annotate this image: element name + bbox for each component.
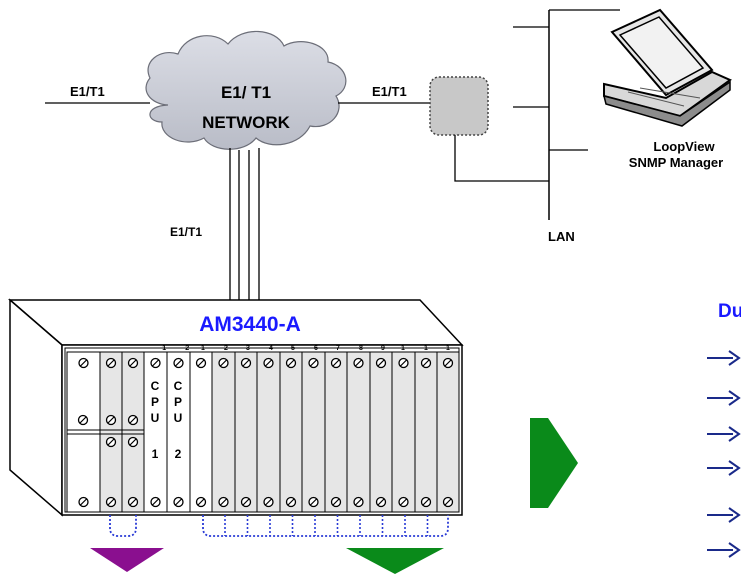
chassis-slot xyxy=(436,351,460,513)
dotted-jumpers xyxy=(109,515,449,537)
slot-number-label: 5 xyxy=(291,345,295,352)
manager-name-line2: SNMP Manager xyxy=(629,155,723,170)
arrow-right-icon xyxy=(707,390,741,406)
chassis-slot xyxy=(189,351,213,513)
slot-number-label: 1 xyxy=(201,345,205,352)
arrow-right-icon xyxy=(707,542,741,558)
cpu2-label-char: C xyxy=(174,379,183,393)
cloud-title-line2: NETWORK xyxy=(202,113,291,132)
purple-down-arrow xyxy=(90,548,164,572)
cpu2-label-char: 2 xyxy=(175,447,182,461)
chassis-slot xyxy=(66,351,101,513)
slot-number-label: 1 xyxy=(401,345,405,352)
cpu2-label-char: P xyxy=(174,395,182,409)
slot-number-label: -1 xyxy=(160,345,166,352)
chassis-slot xyxy=(301,351,326,513)
lan-bus xyxy=(513,9,620,220)
arrow-right-icon xyxy=(707,350,741,366)
right-panel-heading: Du xyxy=(718,301,741,322)
slot-number-label: 8 xyxy=(359,345,363,352)
chassis-slot xyxy=(369,351,393,513)
slot-number-label: 3 xyxy=(246,345,250,352)
green-down-arrow xyxy=(346,548,444,574)
cpu1-label-char: C xyxy=(151,379,160,393)
slot-number-label: 6 xyxy=(314,345,318,352)
slot-number-label: 9 xyxy=(381,345,385,352)
chassis-slot xyxy=(211,351,236,513)
lan-label: LAN xyxy=(548,229,575,244)
cpu2-label-char: U xyxy=(174,411,183,425)
down-links xyxy=(229,148,260,305)
chassis-slot xyxy=(234,351,258,513)
cloud-title-line1: E1/ T1 xyxy=(221,83,271,102)
chassis-slot xyxy=(346,351,371,513)
chassis-slot xyxy=(121,351,145,513)
slot-number-label: 1 xyxy=(446,345,450,352)
down-link-label: E1/T1 xyxy=(170,225,202,239)
chassis-slot xyxy=(324,351,348,513)
chassis-title: AM3440-A xyxy=(199,313,301,336)
chassis-slot xyxy=(166,351,191,513)
cpu1-label-char: U xyxy=(151,411,160,425)
slot-number-label: 2 xyxy=(224,345,228,352)
right-link-label: E1/T1 xyxy=(372,84,407,99)
arrow-right-icon xyxy=(707,507,741,523)
chassis-slot xyxy=(143,351,168,513)
chassis-slot xyxy=(391,351,416,513)
device-to-lan-line xyxy=(454,135,549,182)
chassis-slot xyxy=(99,351,123,513)
slot-number-label: 1 xyxy=(424,345,428,352)
chassis-slot xyxy=(414,351,438,513)
cpu1-label-char: 1 xyxy=(152,447,159,461)
left-link-label: E1/T1 xyxy=(70,84,105,99)
chassis-slot xyxy=(279,351,303,513)
cpu1-label-char: P xyxy=(151,395,159,409)
laptop-icon xyxy=(602,8,732,127)
right-panel-arrows xyxy=(707,350,741,558)
gateway-device xyxy=(429,76,489,136)
arrow-right-icon xyxy=(707,460,741,476)
e1t1-network-cloud: E1/ T1 NETWORK xyxy=(145,30,347,150)
chassis-slot xyxy=(256,351,281,513)
slot-number-label: 7 xyxy=(336,345,340,352)
slot-number-label: -2 xyxy=(183,345,189,352)
green-right-arrow xyxy=(530,418,578,508)
arrow-right-icon xyxy=(707,426,741,442)
manager-name-line1: LoopView xyxy=(653,139,715,154)
slot-number-label: 4 xyxy=(269,345,273,352)
